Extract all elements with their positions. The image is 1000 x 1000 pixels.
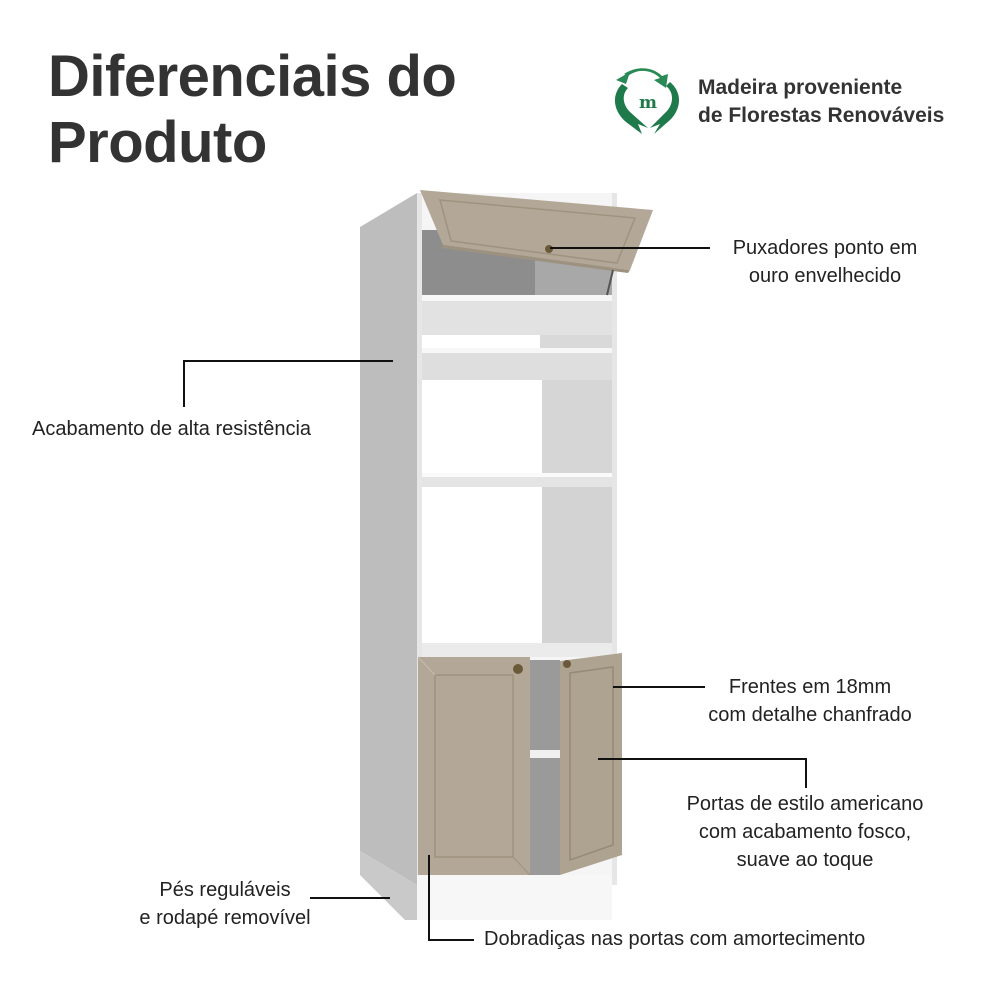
callout-line-finish-v (183, 360, 185, 407)
left-lower-door (418, 657, 530, 875)
badge-line-1: Madeira proveniente (698, 76, 903, 99)
callout-line-feet (310, 897, 390, 899)
feature-hinges-line-1: Dobradiças nas portas com amortecimento (484, 928, 866, 950)
title-line-2: Produto (48, 110, 267, 175)
svg-text:m: m (639, 93, 657, 113)
callout-line-doors-h (598, 758, 807, 760)
feature-handles-line-1: Puxadores ponto em (732, 237, 918, 259)
renewable-wood-badge: m Madeira proveniente de Florestas Renov… (608, 66, 944, 138)
feature-doors: Portas de estilo americano com acabament… (655, 790, 955, 874)
recycle-m-icon: m (614, 68, 679, 134)
feature-fronts-line-1: Frentes em 18mm (728, 676, 892, 698)
callout-line-doors-v (805, 758, 807, 788)
right-door-handle (563, 660, 571, 668)
cabinet-illustration (360, 190, 653, 920)
flip-door (420, 190, 653, 270)
page-title: Diferenciais do Produto (48, 44, 457, 176)
feature-fronts-line-2: com detalhe chanfrado (708, 704, 912, 726)
feature-handles: Puxadores ponto em ouro envelhecido (710, 234, 940, 290)
feature-feet-line-2: e rodapé removível (139, 907, 311, 929)
feature-finish-line-1: Acabamento de alta resistência (32, 418, 312, 440)
feature-handles-line-2: ouro envelhecido (748, 265, 902, 287)
feature-feet: Pés reguláveis e rodapé removível (120, 876, 330, 932)
feature-doors-line-3: suave ao toque (736, 849, 874, 871)
right-lower-door (560, 653, 622, 875)
callout-line-finish-h (183, 360, 393, 362)
cabinet-side-panel (360, 193, 417, 885)
callout-line-fronts (613, 686, 705, 688)
feature-finish: Acabamento de alta resistência (32, 415, 311, 443)
callout-line-handles (550, 247, 710, 249)
badge-line-2: de Florestas Renováveis (698, 104, 945, 127)
feature-feet-line-1: Pés reguláveis (159, 879, 291, 901)
feature-doors-line-1: Portas de estilo americano (686, 793, 924, 815)
feature-fronts: Frentes em 18mm com detalhe chanfrado (680, 673, 940, 729)
callout-line-hinges-v (428, 855, 430, 941)
left-door-handle (513, 664, 523, 674)
feature-hinges: Dobradiças nas portas com amortecimento (484, 925, 865, 953)
title-line-1: Diferenciais do (48, 44, 457, 109)
callout-line-hinges-h (428, 939, 474, 941)
feature-doors-line-2: com acabamento fosco, (698, 821, 912, 843)
